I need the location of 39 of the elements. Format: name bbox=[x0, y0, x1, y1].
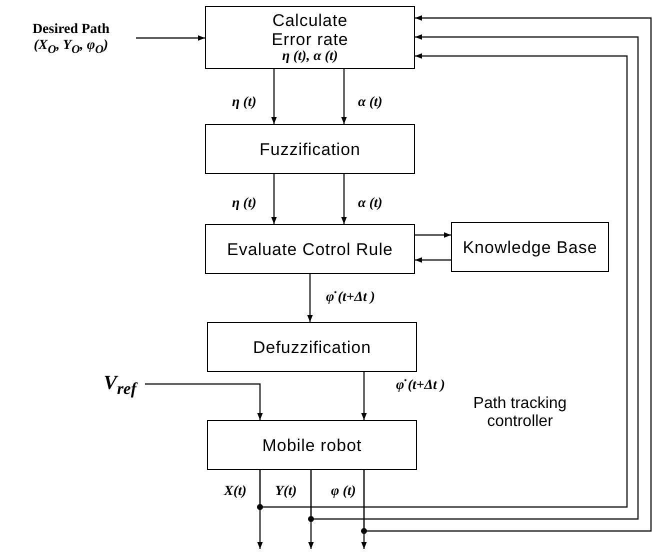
edge-label: η (t) bbox=[232, 196, 256, 212]
arrow bbox=[259, 53, 628, 508]
math-label: η (t), α (t) bbox=[282, 48, 338, 64]
box-label: Calculate Error rate bbox=[270, 10, 350, 48]
arrow bbox=[415, 257, 451, 263]
math-symbol: (X$_{O}$, Y$_{O}$, φ$_{O}$) bbox=[34, 38, 108, 56]
arrow bbox=[310, 34, 639, 520]
arrow bbox=[361, 372, 367, 420]
edge-label: φ (t) bbox=[331, 484, 356, 500]
process-box bbox=[207, 322, 417, 372]
arrow bbox=[341, 69, 347, 124]
edge-label: α (t) bbox=[358, 95, 382, 111]
edge-label: φ̇ (t+Δt ) bbox=[396, 378, 446, 394]
edge-label: φ̇ (t+Δt ) bbox=[326, 290, 376, 306]
process-box bbox=[451, 222, 609, 272]
arrow bbox=[136, 35, 205, 41]
arrow bbox=[307, 274, 313, 322]
process-box bbox=[207, 420, 417, 470]
arrow bbox=[415, 232, 451, 238]
arrow bbox=[271, 69, 277, 124]
input-label: Desired Path bbox=[32, 22, 110, 38]
box-label: Knowledge Base bbox=[462, 238, 598, 256]
edge-label: X(t) bbox=[224, 484, 247, 500]
edge-label: Y(t) bbox=[275, 484, 297, 500]
edge-label: η (t) bbox=[232, 95, 256, 111]
box-label: Evaluate Cotrol Rule bbox=[227, 240, 393, 258]
box-label: Fuzzification bbox=[260, 140, 360, 158]
arrow bbox=[341, 174, 347, 224]
arrow bbox=[363, 15, 652, 532]
math-symbol: V$_{ref}$ bbox=[104, 372, 136, 398]
box-label: Mobile robot bbox=[262, 436, 362, 454]
process-box bbox=[205, 6, 415, 69]
caption-text: Path tracking controller bbox=[472, 395, 568, 431]
process-box bbox=[205, 224, 415, 274]
box-label: Defuzzification bbox=[252, 338, 372, 356]
edge-label: α (t) bbox=[358, 196, 382, 212]
arrow bbox=[271, 174, 277, 224]
process-box bbox=[205, 124, 415, 174]
arrow bbox=[145, 383, 263, 420]
